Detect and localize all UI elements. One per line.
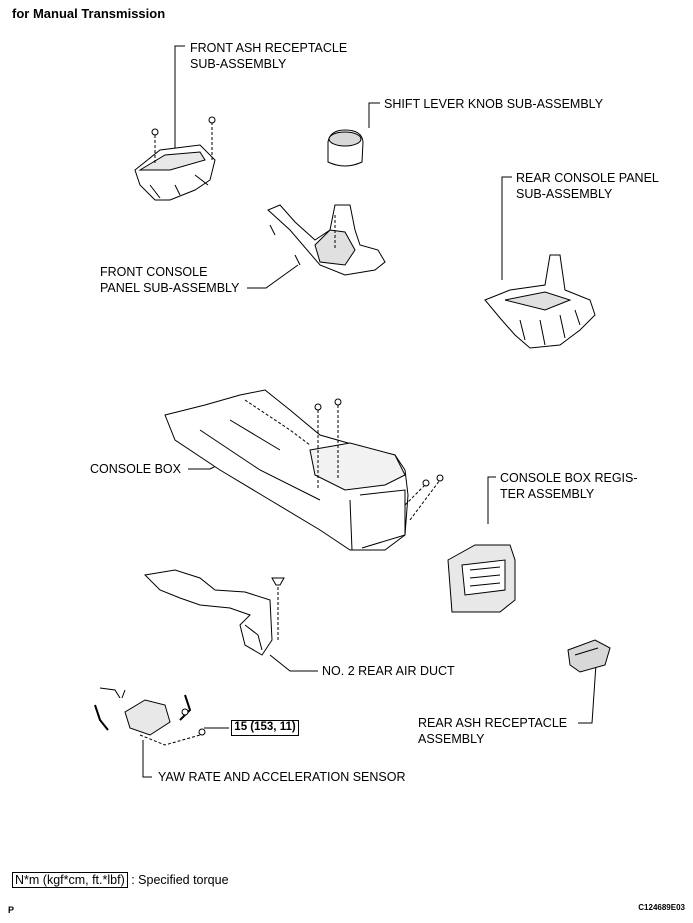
- rear-console-panel-drawing: [484, 254, 596, 349]
- label-front-console-panel: FRONT CONSOLE PANEL SUB-ASSEMBLY: [100, 265, 240, 295]
- torque-spec-badge: 15 (153, 11): [231, 720, 299, 736]
- legend-text: : Specified torque: [131, 873, 229, 887]
- label-shift-lever-knob: SHIFT LEVER KNOB SUB-ASSEMBLY: [384, 97, 604, 111]
- console-box-register-drawing: [447, 544, 516, 613]
- figure-code: C124689E03: [638, 903, 685, 912]
- label-front-ash-receptacle: FRONT ASH RECEPTACLE SUB-ASSEMBLY: [190, 41, 348, 71]
- console-box-drawing: [164, 389, 444, 551]
- leader-lines: [142, 45, 597, 778]
- label-rear-ash-receptacle: REAR ASH RECEPTACLE ASSEMBLY: [418, 716, 568, 746]
- shift-knob-drawing: [327, 129, 364, 167]
- label-yaw-rate-sensor: YAW RATE AND ACCELERATION SENSOR: [158, 770, 406, 784]
- yaw-rate-sensor-drawing: [94, 687, 206, 746]
- page-header: for Manual Transmission: [12, 6, 166, 21]
- legend-unit-box: N*m (kgf*cm, ft.*lbf): [12, 872, 128, 888]
- label-rear-console-panel: REAR CONSOLE PANEL SUB-ASSEMBLY: [516, 171, 659, 201]
- front-ash-receptacle-drawing: [134, 116, 216, 201]
- label-rear-air-duct: NO. 2 REAR AIR DUCT: [322, 664, 455, 678]
- label-console-box: CONSOLE BOX: [90, 462, 181, 476]
- front-console-panel-drawing: [267, 204, 386, 276]
- rear-ash-receptacle-drawing: [567, 639, 611, 673]
- torque-legend: N*m (kgf*cm, ft.*lbf) : Specified torque: [12, 872, 229, 888]
- rear-air-duct-drawing: [143, 569, 285, 656]
- label-console-box-register: CONSOLE BOX REGIS- TER ASSEMBLY: [500, 471, 638, 501]
- footer-marker: P: [8, 905, 15, 915]
